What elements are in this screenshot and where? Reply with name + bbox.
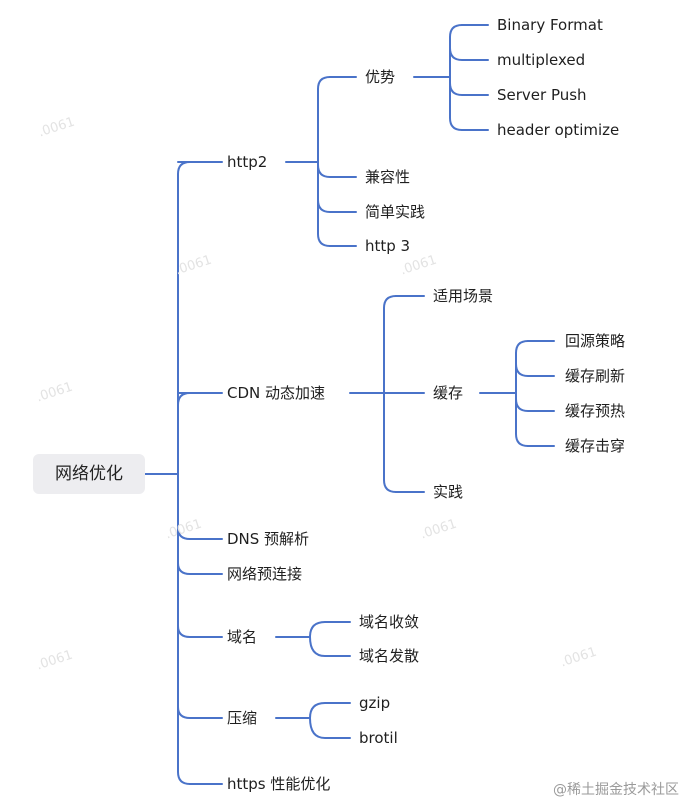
edge-http2-vertical	[317, 76, 331, 247]
node-compress[interactable]: 压缩	[227, 709, 258, 727]
edge-to-compress	[177, 706, 223, 719]
edge-cache-preheat	[515, 398, 555, 412]
source-credit: @稀土掘金技术社区	[553, 782, 679, 798]
edge-http2-practice	[317, 199, 357, 213]
edge-http2-compat	[317, 164, 357, 178]
node-https[interactable]: https 性能优化	[227, 775, 331, 793]
node-cdn-practice[interactable]: 实践	[433, 483, 464, 501]
node-scenarios[interactable]: 适用场景	[433, 287, 494, 305]
node-cache[interactable]: 缓存	[433, 384, 464, 402]
node-domain[interactable]: 域名	[227, 628, 258, 646]
edge-to-cdn	[177, 392, 223, 406]
node-http2[interactable]: http2	[227, 153, 268, 171]
edge-to-domain	[177, 625, 223, 638]
node-advantage[interactable]: 优势	[365, 68, 396, 86]
node-server-push[interactable]: Server Push	[497, 86, 587, 104]
edge-to-preconnect	[177, 562, 223, 575]
node-cache-refresh[interactable]: 缓存刷新	[565, 367, 626, 385]
edge-adv-multiplexed	[449, 47, 489, 61]
root-node[interactable]: 网络优化	[33, 454, 145, 494]
node-cache-preheat[interactable]: 缓存预热	[565, 402, 626, 420]
node-cache-source[interactable]: 回源策略	[565, 332, 626, 350]
node-domain-converge[interactable]: 域名收敛	[359, 613, 420, 631]
node-http3[interactable]: http 3	[365, 237, 411, 255]
node-multiplexed[interactable]: multiplexed	[497, 51, 586, 69]
node-domain-diverge[interactable]: 域名发散	[359, 647, 420, 665]
node-compat[interactable]: 兼容性	[365, 168, 411, 186]
edge-trunk-vertical	[177, 161, 191, 785]
edge-compress-upper	[309, 702, 351, 719]
edge-advantage-vertical	[449, 24, 463, 131]
node-binary-format[interactable]: Binary Format	[497, 16, 603, 34]
edge-domain-lower	[309, 636, 351, 657]
edge-to-dns	[177, 527, 223, 540]
node-cdn[interactable]: CDN 动态加速	[227, 384, 326, 402]
edge-compress-lower	[309, 717, 351, 739]
edge-cache-vertical	[515, 340, 529, 447]
node-header-optimize[interactable]: header optimize	[497, 121, 620, 139]
node-gzip[interactable]: gzip	[359, 694, 391, 712]
node-simple-practice[interactable]: 简单实践	[365, 203, 426, 221]
node-preconnect[interactable]: 网络预连接	[227, 565, 303, 583]
edge-cache-refresh	[515, 363, 555, 377]
node-cache-penetration[interactable]: 缓存击穿	[565, 437, 626, 455]
node-brotil[interactable]: brotil	[359, 729, 398, 747]
edge-adv-push	[449, 82, 489, 96]
node-dns[interactable]: DNS 预解析	[227, 530, 310, 548]
edge-domain-upper	[309, 621, 351, 638]
